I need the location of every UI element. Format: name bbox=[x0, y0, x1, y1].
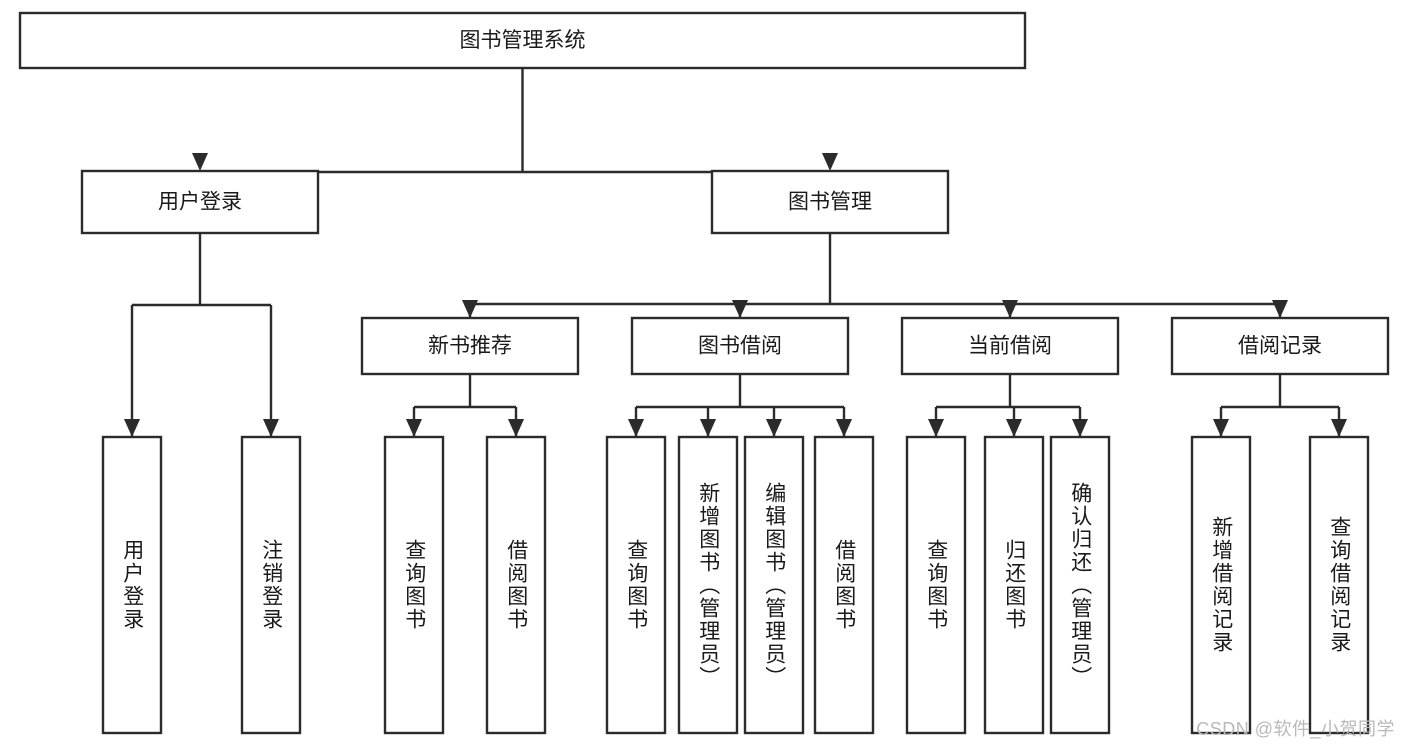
node-label-user_login: 用户登录 bbox=[158, 191, 242, 214]
node-box-leaf_query_book_3[interactable] bbox=[905, 435, 967, 735]
node-box-leaf_add_record[interactable] bbox=[1190, 435, 1252, 735]
node-box-leaf_add_book[interactable] bbox=[677, 435, 739, 735]
node-box-root[interactable] bbox=[18, 11, 1027, 70]
node-box-book_borrow[interactable] bbox=[630, 316, 850, 376]
arrow-head-icon bbox=[732, 300, 748, 318]
node-label-borrow_record: 借阅记录 bbox=[1238, 335, 1322, 358]
node-box-leaf_query_record[interactable] bbox=[1308, 435, 1370, 735]
node-box-leaf_user_login[interactable] bbox=[101, 435, 163, 735]
node-box-leaf_borrow_book_2[interactable] bbox=[813, 435, 875, 735]
arrow-head-icon bbox=[263, 419, 279, 437]
node-label-book_manage: 图书管理 bbox=[788, 191, 872, 214]
node-box-leaf_borrow_book_1[interactable] bbox=[485, 435, 547, 735]
arrow-head-icon bbox=[1072, 419, 1088, 437]
node-box-leaf_confirm_return[interactable] bbox=[1049, 435, 1111, 735]
arrow-head-icon bbox=[1213, 419, 1229, 437]
arrow-head-icon bbox=[1272, 300, 1288, 318]
node-label-current_borrow: 当前借阅 bbox=[968, 335, 1052, 358]
arrow-head-icon bbox=[1331, 419, 1347, 437]
node-box-current_borrow[interactable] bbox=[900, 316, 1120, 376]
arrow-head-icon bbox=[1006, 419, 1022, 437]
arrow-head-icon bbox=[822, 153, 838, 171]
arrow-head-icon bbox=[1002, 300, 1018, 318]
node-box-user_login[interactable] bbox=[80, 169, 320, 235]
arrow-head-icon bbox=[628, 419, 644, 437]
node-label-book_borrow: 图书借阅 bbox=[698, 335, 782, 358]
arrow-head-icon bbox=[836, 419, 852, 437]
node-box-leaf_edit_book[interactable] bbox=[743, 435, 805, 735]
arrow-head-icon bbox=[124, 419, 140, 437]
node-box-borrow_record[interactable] bbox=[1170, 316, 1390, 376]
arrow-head-icon bbox=[462, 300, 478, 318]
arrow-head-icon bbox=[928, 419, 944, 437]
csdn-watermark: CSDN @软件_小贺同学 bbox=[1196, 719, 1395, 739]
node-box-leaf_return_book[interactable] bbox=[983, 435, 1045, 735]
node-box-leaf_query_book_2[interactable] bbox=[605, 435, 667, 735]
node-label-new_book_rec: 新书推荐 bbox=[428, 335, 512, 358]
arrow-head-icon bbox=[700, 419, 716, 437]
node-box-layer bbox=[18, 11, 1390, 735]
arrow-head-icon bbox=[192, 153, 208, 171]
node-box-book_manage[interactable] bbox=[710, 169, 950, 235]
arrow-head-icon bbox=[508, 419, 524, 437]
node-label-root: 图书管理系统 bbox=[460, 29, 586, 52]
arrow-head-icon bbox=[766, 419, 782, 437]
connector-layer bbox=[124, 68, 1347, 437]
node-box-leaf_query_book_1[interactable] bbox=[383, 435, 445, 735]
node-box-leaf_logout[interactable] bbox=[240, 435, 302, 735]
arrow-head-icon bbox=[406, 419, 422, 437]
node-box-new_book_rec[interactable] bbox=[360, 316, 580, 376]
